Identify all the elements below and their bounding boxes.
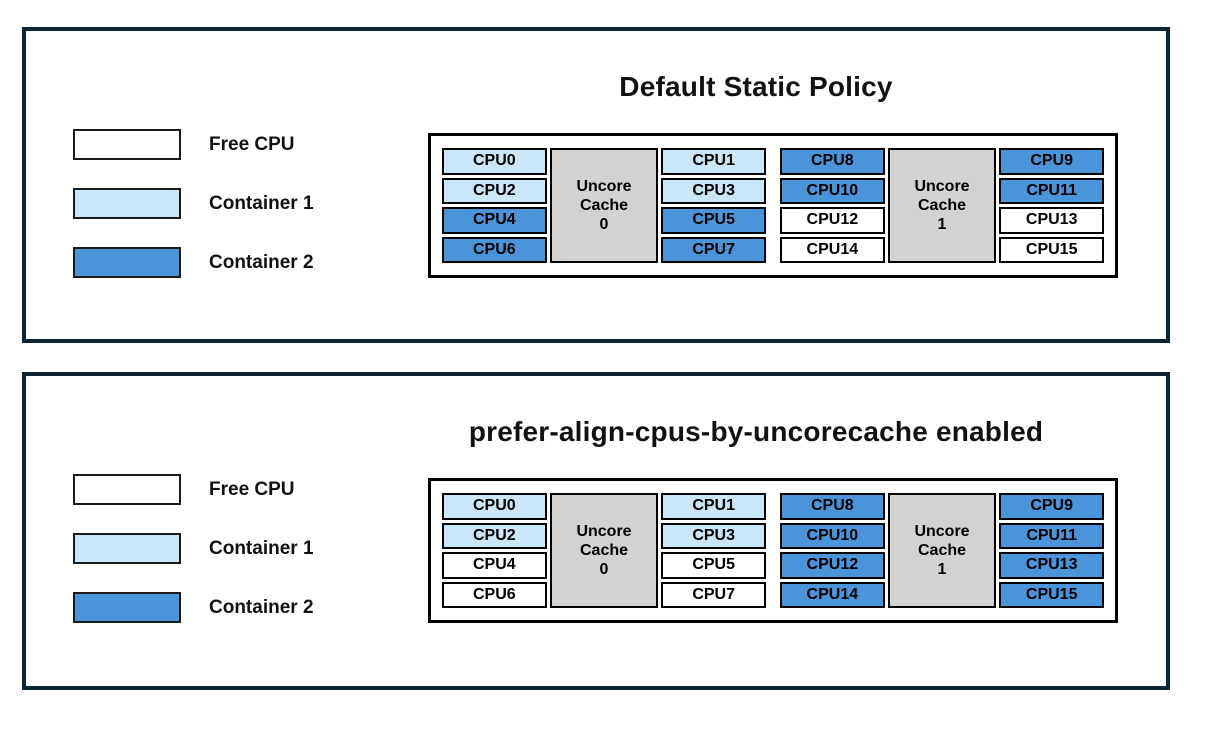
uncore-cache-label: 0 <box>599 561 609 578</box>
panel-default-static-policy: Free CPU Container 1 Container 2 Default S… <box>22 27 1170 343</box>
uncore-cache-label: Cache <box>917 197 967 214</box>
panel-title: Default Static Policy <box>619 71 893 102</box>
legend-label: Free CPU <box>209 133 295 155</box>
cpu-cell: CPU3 <box>661 177 767 204</box>
uncore-cache-label: 0 <box>599 216 609 233</box>
cpu-cell: CPU3 <box>661 522 767 549</box>
uncore-cache-label: Uncore <box>914 523 970 540</box>
uncore-cache-label: Uncore <box>576 523 632 540</box>
cpu-cell: CPU4 <box>442 552 547 579</box>
cpu-cell: CPU14 <box>780 581 885 608</box>
legend: Free CPU Container 1 Container 2 <box>73 129 314 278</box>
uncore-cache-label: Cache <box>579 197 629 214</box>
uncore-cache-label: 1 <box>937 561 947 578</box>
cpu-cell: CPU12 <box>780 552 885 579</box>
legend: Free CPU Container 1 Container 2 <box>73 474 314 623</box>
legend-swatch-container2 <box>73 592 181 623</box>
uncore-cache-label: Uncore <box>576 178 632 195</box>
uncore-cache-label: Cache <box>579 542 629 559</box>
cpu-cell: CPU7 <box>661 236 767 263</box>
uncore-cache-label: Cache <box>917 542 967 559</box>
cpu-cell: CPU15 <box>999 581 1105 608</box>
legend-swatch-container1 <box>73 188 181 219</box>
legend-label: Container 2 <box>209 596 314 618</box>
cpu-cell: CPU5 <box>661 552 767 579</box>
legend-label: Container 1 <box>209 537 314 559</box>
cpu-cell: CPU11 <box>999 522 1105 549</box>
cpu-cell: CPU9 <box>999 493 1105 520</box>
cpu-cell: CPU2 <box>442 177 547 204</box>
panel-prefer-align-cpus-by-uncorecache: Free CPU Container 1 Container 2 prefer-al… <box>22 372 1170 690</box>
cpu-cell: CPU13 <box>999 552 1105 579</box>
cpu-cell: CPU0 <box>442 493 547 520</box>
cpu-cell: CPU14 <box>780 236 885 263</box>
legend-label: Free CPU <box>209 478 295 500</box>
uncore-cache-label: Uncore <box>914 178 970 195</box>
legend-swatch-free <box>73 129 181 160</box>
cpu-cell: CPU15 <box>999 236 1105 263</box>
cpu-cell: CPU0 <box>442 148 547 175</box>
cpu-cell: CPU6 <box>442 236 547 263</box>
panel-title: prefer-align-cpus-by-uncorecache enabled <box>468 416 1044 447</box>
cpu-cell: CPU10 <box>780 177 885 204</box>
cpu-cell: CPU2 <box>442 522 547 549</box>
cpu-cell: CPU13 <box>999 207 1105 234</box>
cpu-cell: CPU10 <box>780 522 885 549</box>
legend-swatch-free <box>73 474 181 505</box>
legend-label: Container 2 <box>209 251 314 273</box>
cpu-cell: CPU1 <box>661 148 767 175</box>
legend-item: Container 1 <box>73 533 314 564</box>
cpu-cell: CPU8 <box>780 148 885 175</box>
legend-item: Container 2 <box>73 247 314 278</box>
legend-swatch-container2 <box>73 247 181 278</box>
uncore-cache-label: 1 <box>937 216 947 233</box>
legend-item: Free CPU <box>73 474 314 505</box>
legend-item: Container 1 <box>73 188 314 219</box>
cpu-cell: CPU1 <box>661 493 767 520</box>
legend-item: Free CPU <box>73 129 314 160</box>
cpu-cell: CPU12 <box>780 207 885 234</box>
cpu-cell: CPU5 <box>661 207 767 234</box>
cpu-cell: CPU8 <box>780 493 885 520</box>
cpu-cell: CPU6 <box>442 581 547 608</box>
legend-swatch-container1 <box>73 533 181 564</box>
cpu-cell: CPU4 <box>442 207 547 234</box>
legend-item: Container 2 <box>73 592 314 623</box>
cpu-cell: CPU11 <box>999 177 1105 204</box>
cpu-cell: CPU9 <box>999 148 1105 175</box>
legend-label: Container 1 <box>209 192 314 214</box>
cpu-cell: CPU7 <box>661 581 767 608</box>
